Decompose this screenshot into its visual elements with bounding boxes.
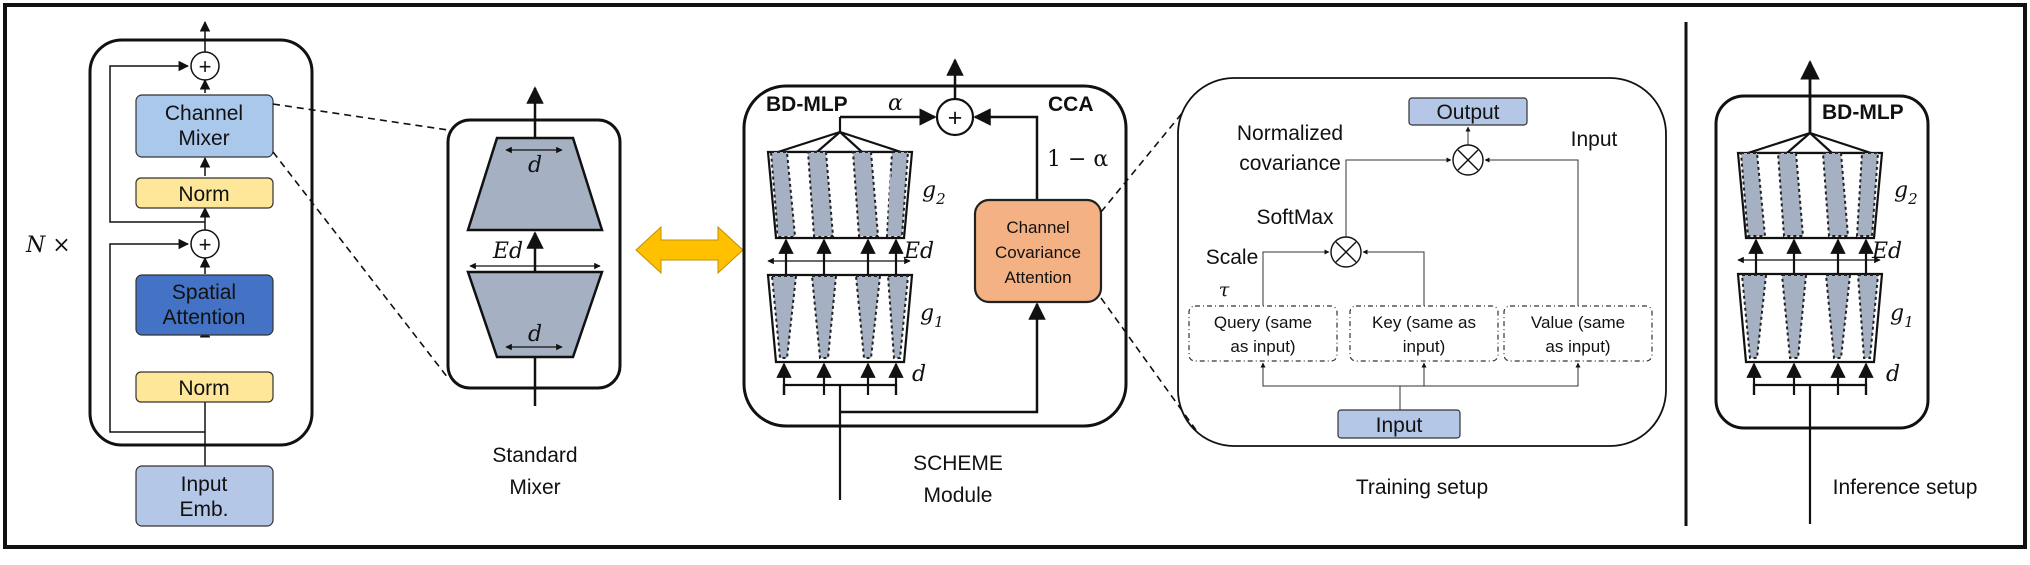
inference-ed-label: Ed (1871, 239, 1902, 264)
training-setup-frame (1177, 77, 1667, 447)
value-line2: as input) (1545, 337, 1610, 356)
residual-add-top (190, 51, 220, 81)
input-emb-line2: Emb. (179, 498, 228, 521)
inference-upper-groups (1739, 152, 1880, 237)
cca-box-line1: Channel (1006, 218, 1069, 237)
scale-label: Scale (1206, 246, 1259, 269)
norm-top-box (135, 177, 274, 209)
scheme-mid-connectors (778, 238, 904, 275)
cca-box-line2: Covariance (995, 243, 1081, 262)
cca-box-line3: Attention (1004, 268, 1071, 287)
key-line2: input) (1403, 337, 1446, 356)
scheme-caption-2: Module (924, 484, 993, 507)
scheme-lower-groups (770, 275, 910, 359)
query-line2: as input) (1230, 337, 1295, 356)
value-box (1503, 305, 1653, 362)
scheme-g1-label: g1 (920, 301, 944, 331)
norm-bottom-label: Norm (178, 377, 229, 400)
standard-mixer-caption-2: Mixer (509, 476, 560, 499)
query-box (1188, 305, 1338, 362)
spatial-attention-line1: Spatial (172, 281, 236, 304)
repeat-label: N × (25, 233, 71, 258)
input-emb-box (135, 465, 274, 527)
inference-bd-mlp-label: BD-MLP (1822, 101, 1904, 124)
channel-mixer-line1: Channel (165, 102, 243, 125)
reduce-trapezoid (466, 270, 604, 359)
scheme-input-branches (776, 362, 904, 500)
query-line1: Query (same (1214, 313, 1312, 332)
plus-top: + (199, 54, 212, 79)
inference-g1-label: g1 (1890, 301, 1914, 331)
spatial-attention-box (135, 274, 274, 336)
input-emb-line1: Input (181, 473, 228, 496)
std-ed: Ed (492, 239, 523, 264)
inference-g2-label: g2 (1894, 178, 1918, 208)
scheme-caption-1: SCHEME (913, 452, 1003, 475)
normalized-cov-line1: Normalized (1237, 122, 1343, 145)
training-caption: Training setup (1356, 476, 1488, 499)
input-box (1337, 409, 1461, 439)
scheme-ed-label: Ed (903, 239, 934, 264)
norm-bottom-box (135, 371, 274, 403)
inference-mid-connectors (1748, 238, 1874, 274)
norm-top-label: Norm (178, 183, 229, 206)
residual-add-bottom (190, 229, 220, 259)
scheme-plus: + (948, 104, 963, 132)
cca-box (973, 198, 1103, 304)
spatial-attention-line2: Attention (163, 306, 246, 329)
inference-d-label: d (1886, 362, 1900, 387)
scheme-frame (742, 84, 1128, 428)
standard-mixer-caption-1: Standard (492, 444, 577, 467)
mixer-block-frame (88, 38, 314, 447)
input-box-label: Input (1376, 414, 1423, 437)
standard-mixer-panel: d Ed d Standard Mixer (446, 86, 622, 499)
training-input-label: Input (1571, 128, 1618, 151)
scheme-module-panel: BD-MLP α CCA 1 − α + (742, 58, 1128, 507)
cca-zoom-line-top (1100, 111, 1184, 213)
value-line1: Value (same (1531, 313, 1625, 332)
inference-input-branches (1746, 362, 1874, 524)
zoom-line-top (272, 103, 449, 131)
scheme-bd-mlp-label: BD-MLP (766, 93, 848, 116)
output-box-label: Output (1436, 101, 1499, 124)
key-line1: Key (same as (1372, 313, 1476, 332)
softmax-label: SoftMax (1256, 206, 1334, 229)
scheme-d-label: d (912, 362, 926, 387)
mixer-block-panel: + + Channel Mixer Norm Spatial Attention… (25, 20, 314, 527)
tau-label: τ (1219, 279, 1230, 301)
scheme-alpha-label: α (888, 91, 903, 116)
key-box (1349, 305, 1499, 362)
inference-caption: Inference setup (1833, 476, 1978, 499)
normalized-cov-line2: covariance (1239, 152, 1341, 175)
inference-lower-groups (1740, 274, 1880, 359)
training-setup-panel: Output Normalized covariance Input SoftM… (1177, 77, 1667, 499)
expand-trapezoid (466, 136, 604, 232)
scheme-g2-label: g2 (922, 178, 946, 208)
std-d-top: d (528, 153, 542, 178)
channel-mixer-line2: Mixer (178, 127, 229, 150)
one-minus-alpha-label: 1 − α (1047, 147, 1108, 172)
inference-setup-panel: BD-MLP g2 Ed (1714, 60, 1978, 524)
channel-mixer-box (135, 94, 274, 158)
scheme-cca-label: CCA (1048, 93, 1094, 116)
plus-bottom: + (199, 232, 212, 257)
inference-frame (1714, 94, 1930, 430)
std-d-bottom: d (528, 322, 542, 347)
output-box (1408, 97, 1528, 126)
